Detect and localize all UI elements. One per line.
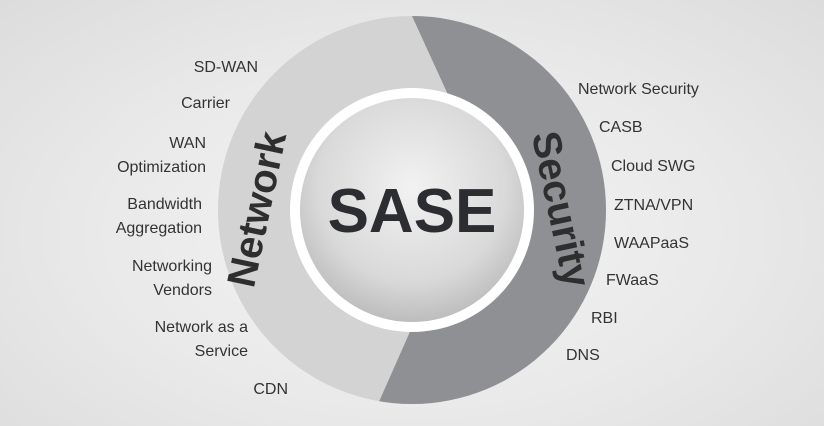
security-item-casb: CASB [599,119,643,136]
security-item-network-security: Network Security [578,81,699,98]
network-item-wan-optimization: WAN Optimization [117,135,206,176]
network-item-networking-vendors: Networking Vendors [131,258,212,299]
security-item-cloud-swg: Cloud SWG [611,158,696,175]
network-item-sd-wan: SD-WAN [193,59,258,76]
network-item-network-as-a-service: Network as a Service [154,319,248,360]
security-item-ztna-vpn: ZTNA/VPN [614,197,694,214]
security-item-dns: DNS [566,347,600,364]
network-item-bandwidth-aggregation: Bandwidth Aggregation [115,196,202,237]
security-item-waapaas: WAAPaaS [614,235,689,252]
network-item-carrier: Carrier [181,95,230,112]
network-item-cdn: CDN [253,381,288,398]
center-circle [300,98,524,322]
security-item-fwaas: FWaaS [606,272,659,289]
security-item-rbi: RBI [591,310,618,327]
center-label: SASE [328,177,497,246]
